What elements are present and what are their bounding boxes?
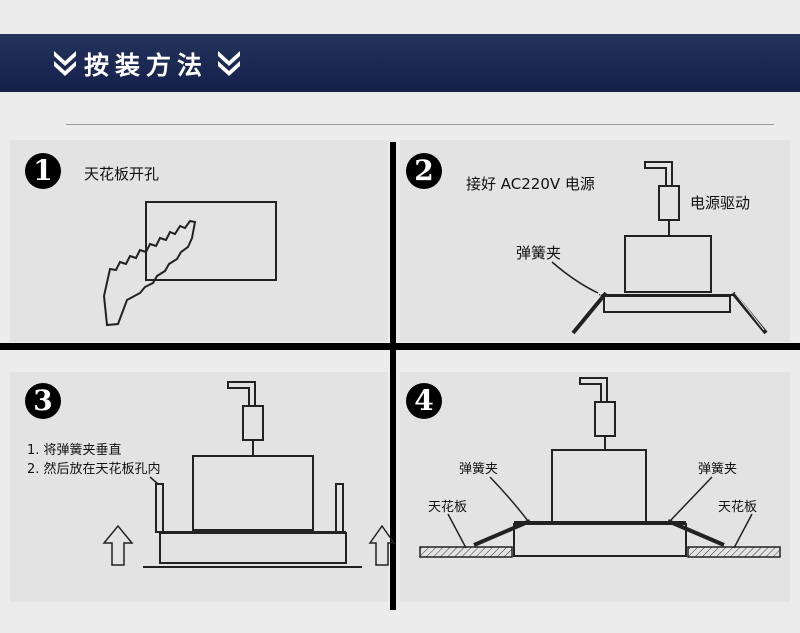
instruction-leader (149, 476, 159, 485)
label-spring-clip: 弹簧夹 (516, 244, 562, 262)
ceiling-cut-rectangle (145, 201, 277, 281)
label-ceiling-board-right: 天花板 (718, 500, 758, 515)
step-number-3: 3 (25, 383, 61, 419)
label-ceiling-cut: 天花板开孔 (84, 165, 160, 183)
downlight-trim (159, 532, 347, 564)
header-banner: 按装方法 (0, 34, 800, 92)
vertical-divider (390, 142, 396, 610)
label-power-driver: 电源驱动 (690, 194, 751, 212)
top-rule (66, 124, 774, 125)
panel-2-background (400, 140, 790, 342)
label-connect-power: 接好 AC220V 电源 (466, 175, 595, 193)
double-chevron-down-icon (218, 51, 240, 76)
label-ceiling-board-left: 天花板 (428, 500, 468, 515)
spring-clip-left-inner (570, 292, 603, 332)
label-spring-clip-left: 弹簧夹 (459, 462, 499, 477)
double-chevron-down-icon (54, 51, 76, 76)
step-number-4: 4 (406, 383, 442, 419)
board-leader-left (447, 513, 467, 549)
spring-clip-vertical-right (335, 483, 344, 533)
horizontal-divider (0, 343, 800, 350)
clip-leader-left (489, 476, 529, 522)
spring-clip-left (473, 519, 531, 547)
clip-leader-right (669, 476, 713, 522)
downlight-trim (603, 295, 731, 313)
saw-tool (102, 219, 197, 327)
step-number-1: 1 (25, 153, 61, 189)
step-number-2: 2 (406, 153, 442, 189)
spring-clip-leader (551, 261, 599, 294)
panel-1-background (10, 140, 388, 342)
ceiling-board-left (419, 546, 513, 558)
ceiling-board-right (687, 546, 781, 558)
panel-3-drawing (102, 381, 396, 568)
panel-4-drawing (419, 377, 781, 558)
panel-2-drawing (551, 161, 768, 335)
page-title: 按装方法 (84, 51, 209, 80)
panel-1-drawing (102, 201, 277, 327)
board-leader-right (733, 513, 753, 549)
label-spring-clip-right: 弹簧夹 (698, 462, 738, 477)
label-instruction-2: 2. 然后放在天花板孔内 (27, 462, 161, 477)
spring-clip-vertical-left (155, 483, 164, 533)
downlight-body (192, 455, 314, 531)
up-arrow-right (368, 524, 396, 566)
downlight-body (624, 235, 712, 293)
spring-clip-left (571, 291, 608, 335)
spring-clip-right (667, 519, 725, 547)
downlight-trim (513, 523, 687, 557)
spring-clip-right-inner (734, 292, 765, 331)
label-instruction-1: 1. 将弹簧夹垂直 (27, 443, 122, 458)
up-arrow-left (102, 524, 134, 566)
